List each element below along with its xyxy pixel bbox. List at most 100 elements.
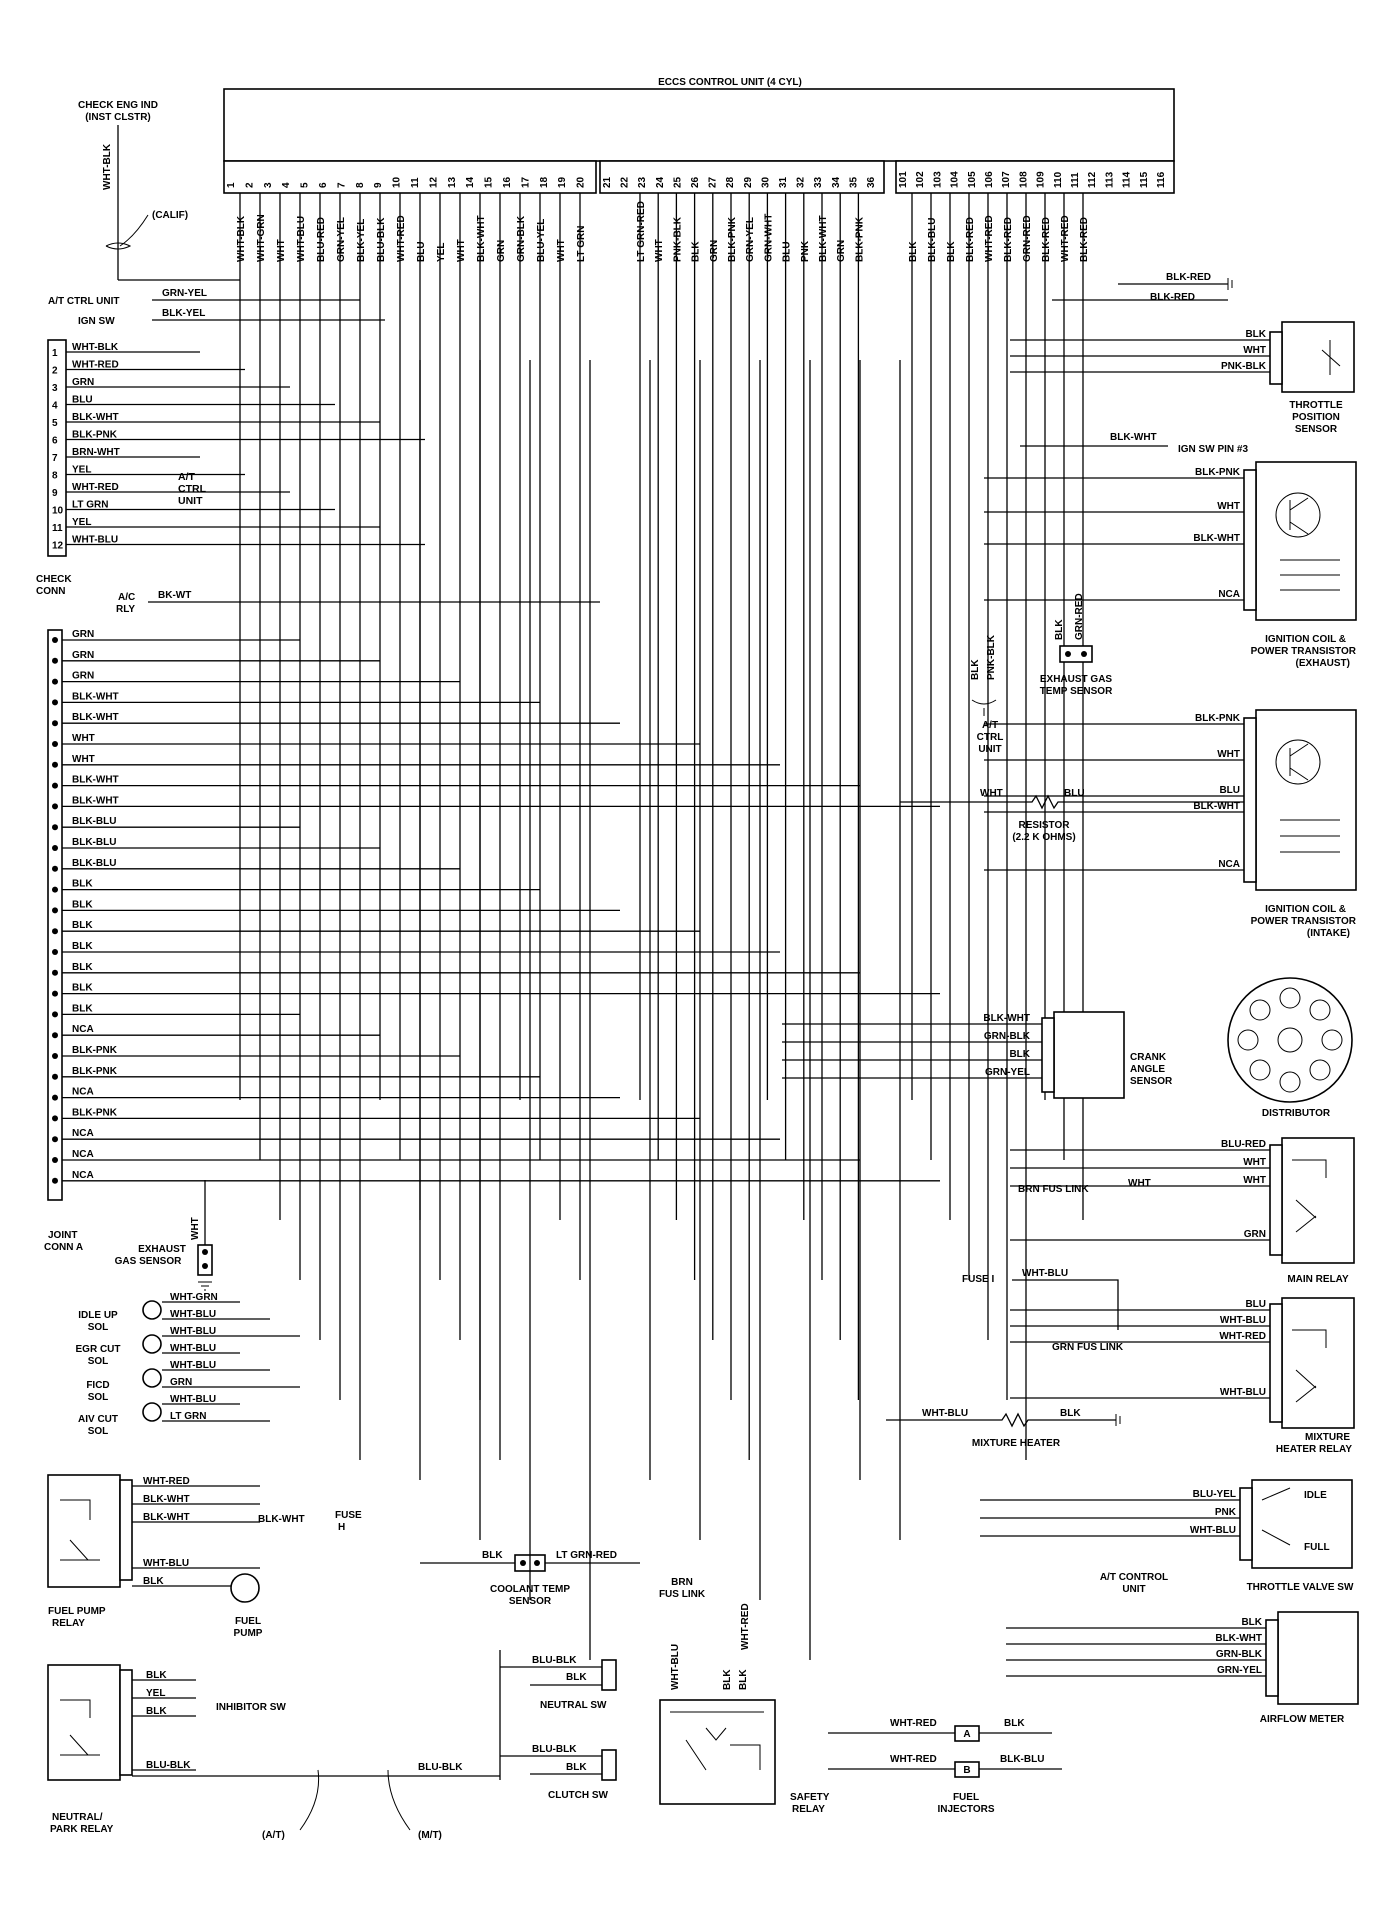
exhaust-sensor-pin-1: [202, 1249, 208, 1255]
injectors-label-1: FUEL: [953, 1792, 979, 1803]
joint-conn-wire-label-23: BLK-PNK: [72, 1107, 118, 1118]
joint-conn-label-1: JOINT: [48, 1230, 77, 1241]
coil-exh-wire-label-1: WHT: [1217, 501, 1240, 512]
check-conn-wire-label-3: GRN: [72, 377, 94, 388]
joint-conn-pin-19: [52, 1032, 58, 1039]
joint-conn-pin-10: [52, 845, 58, 851]
injectors-label-2: INJECTORS: [937, 1804, 994, 1815]
egt-label-1: EXHAUST GAS: [1040, 674, 1113, 685]
joint-conn-wire-label-24: NCA: [72, 1128, 94, 1139]
at-label: (A/T): [262, 1830, 285, 1841]
blk-red-label-2: BLK-RED: [1150, 292, 1195, 303]
ecu-b-pin-36: 36: [866, 176, 877, 188]
joint-conn-wire-label-17: BLK: [72, 983, 93, 994]
safety-relay: BRN FUS LINK WHT-BLU BLK BLK WHT-RED SAF…: [659, 1577, 830, 1815]
joint-conn-wire-label-8: BLK-WHT: [72, 795, 119, 806]
joint-conn-pin-8: [52, 803, 58, 810]
fuel-pump-label-1: FUEL: [235, 1616, 261, 1627]
airflow-label: AIRFLOW METER: [1260, 1714, 1345, 1725]
joint-conn-pin-20: [52, 1053, 58, 1059]
solenoid-wires: WHT-GRNWHT-BLUWHT-BLUWHT-BLUWHT-BLUGRNWH…: [142, 1292, 300, 1422]
tvs-pins: [1239, 1487, 1253, 1561]
harness-wires: [419, 360, 901, 1660]
ecu-c-wire-label-6: GRN-RED: [1022, 215, 1033, 262]
npr-wire-label-2: BLK: [146, 1706, 167, 1717]
ecu-a-pin-5: 5: [300, 182, 311, 188]
ecu-a-pin-16: 16: [502, 176, 513, 188]
joint-conn-pin-17: [52, 990, 58, 997]
mt-label: (M/T): [418, 1830, 442, 1841]
tvs-at-label-2: UNIT: [1122, 1584, 1145, 1595]
blk-red-ground-wires: [1052, 283, 1228, 301]
joint-conn-wire-label-21: BLK-PNK: [72, 1066, 118, 1077]
crank-wire-label-3: GRN-YEL: [985, 1067, 1030, 1078]
resistor: WHT BLU RESISTOR (2.2 K OHMS): [900, 788, 1244, 843]
neutral-relay-switch-icon: [60, 1699, 100, 1756]
airflow-wire-label-0: BLK: [1241, 1617, 1262, 1628]
coil-int-label-2: POWER TRANSISTOR: [1251, 916, 1357, 927]
fuel-injectors: WHT-RED BLK A WHT-RED BLK-BLU B FUEL INJ…: [828, 1718, 1062, 1815]
airflow-wire-label-3: GRN-YEL: [1217, 1665, 1262, 1676]
tvs-body: [1251, 1479, 1353, 1569]
fuel-pump-relay-pins: [119, 1479, 133, 1581]
coil-int-label-3: (INTAKE): [1307, 928, 1350, 939]
ecu-b-pin-33: 33: [813, 176, 824, 188]
check-conn-wire-label-12: WHT-BLU: [72, 535, 118, 546]
ecu-c-wire-label-7: BLK-RED: [1041, 217, 1052, 262]
ecu-c-wire-label-2: BLK: [946, 241, 957, 262]
joint-conn-wire-label-3: BLK-WHT: [72, 691, 119, 702]
solenoid-wire-label-6: WHT-BLU: [170, 1394, 216, 1405]
tvs-idle-label: IDLE: [1304, 1490, 1327, 1501]
ecu-b-wire-label-6: GRN-YEL: [745, 217, 756, 262]
check-connector: 1WHT-BLK2WHT-RED3GRN4BLU5BLK-WHT6BLK-PNK…: [47, 339, 425, 557]
solenoid-wire-label-5: GRN: [170, 1377, 192, 1388]
fuse-i-label: FUSE I: [962, 1274, 994, 1285]
coil-int-wire-label-1: WHT: [1217, 749, 1240, 760]
fpr-wire-label-2: BLK-WHT: [143, 1512, 190, 1523]
ecu-a-pin-9: 9: [373, 182, 384, 188]
check-eng-label: CHECK ENG IND: [78, 100, 158, 111]
joint-connector-a: GRNGRNGRNBLK-WHTBLK-WHTWHTWHTBLK-WHTBLK-…: [47, 629, 940, 1201]
at-mid-wire-1: BLK: [970, 659, 981, 680]
ecu-c-pin-111: 111: [1070, 172, 1081, 188]
distributor-terminal-6: [1249, 1059, 1271, 1081]
safety-wire-2: BLK: [722, 1669, 733, 1690]
ecu-c-pin-103: 103: [932, 171, 943, 188]
ecu-b-wire-label-0: LT GRN-RED: [636, 201, 647, 262]
safety-fus-label-1: BRN: [671, 1577, 693, 1588]
joint-conn-wire-label-4: BLK-WHT: [72, 712, 119, 723]
distributor-terminal-4: [1309, 1059, 1331, 1081]
clutch-sw-wire-2: BLK: [566, 1762, 587, 1773]
main-relay-switch-icon: [1292, 1159, 1327, 1233]
npr-wire-label-0: BLK: [146, 1670, 167, 1681]
fuel-pump-label-2: PUMP: [234, 1628, 263, 1639]
coil-int-pins: [1243, 717, 1257, 883]
ecu-a-wire-label-4: BLU-RED: [316, 217, 327, 262]
ecu-a-pin-13: 13: [447, 176, 458, 188]
fuse-i-wire-label: WHT-BLU: [1022, 1268, 1068, 1279]
ecu-b-wire-label-12: BLK-PNK: [854, 216, 865, 262]
ecu-b-pin-23: 23: [637, 176, 648, 188]
joint-conn-pin-16: [52, 969, 58, 976]
coil-exh-label-2: POWER TRANSISTOR: [1251, 646, 1357, 657]
check-conn-label-2: CONN: [36, 586, 65, 597]
ecu-b-wire-label-10: BLK-WHT: [818, 215, 829, 262]
solenoid-coil-icon-2: [142, 1368, 162, 1388]
solenoid-wire-label-0: WHT-GRN: [170, 1292, 218, 1303]
check-conn-pin-3: 3: [52, 383, 58, 394]
crank-wire-label-1: GRN-BLK: [984, 1031, 1031, 1042]
joint-conn-pin-6: [52, 761, 58, 768]
ecu-c-pin-109: 109: [1036, 171, 1047, 188]
ecu-b-pin-26: 26: [690, 176, 701, 188]
ecu-b-pin-29: 29: [743, 176, 754, 188]
neutral-relay-body: [47, 1664, 121, 1781]
ecu-a-wire-label-10: YEL: [436, 243, 447, 262]
distributor-terminal-7: [1237, 1029, 1259, 1051]
ecu-a-wire-label-15: BLU-YEL: [536, 219, 547, 262]
